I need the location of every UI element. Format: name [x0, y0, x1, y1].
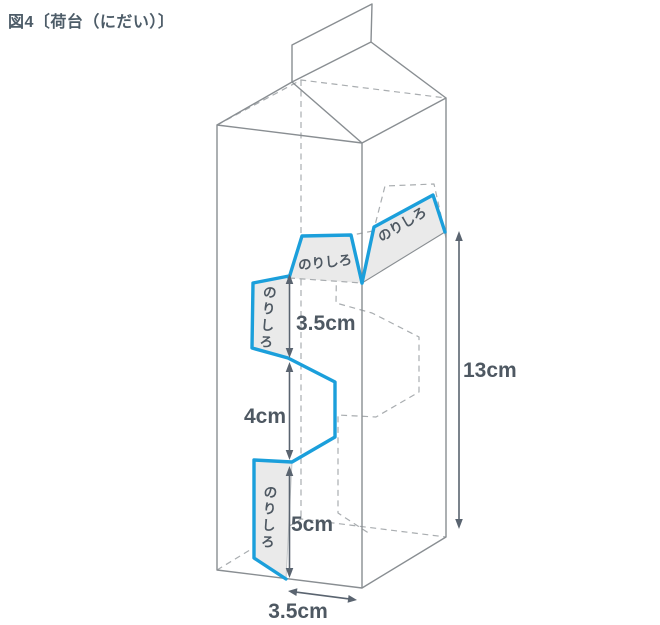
glue-flap-side-upper-label: のりしろ [259, 285, 277, 350]
arrowhead-down [285, 348, 294, 358]
dim-box-height-value: 13cm [463, 359, 517, 382]
dim-box-width-value: 3.5cm [268, 600, 328, 623]
hidden-back-top-flap [372, 183, 447, 239]
dim-opening: 4cm [244, 362, 294, 460]
hidden-bottom-rim [216, 518, 447, 571]
figure-title: 図4〔荷台（にだい）〕 [8, 14, 175, 31]
glue-flap-right-foldline [361, 231, 446, 284]
arrowhead-down [455, 519, 463, 529]
dim-upper-flap: 3.5cm [285, 274, 356, 358]
arrowhead-up [285, 362, 294, 372]
arrowhead-up [285, 466, 294, 476]
arrowhead-left [288, 588, 298, 596]
dim-upper-flap-value: 3.5cm [296, 312, 356, 335]
carton-roof [216, 41, 447, 144]
dim-box-height: 13cm [455, 231, 517, 529]
hidden-top-rim [216, 79, 447, 126]
glue-flap-side-upper-fill [252, 276, 289, 358]
dim-lower-flap-value: 5cm [291, 513, 333, 536]
glue-flap-top-label: のりしろ [297, 252, 352, 273]
arrowhead-down [285, 568, 294, 578]
cut-line-left [250, 274, 337, 581]
carton-top-fin [291, 3, 373, 83]
cut-line-right-flap [360, 193, 447, 285]
arrowhead-down [285, 450, 294, 460]
cut-line-top-flap [287, 233, 364, 285]
glue-flap-top-fill [289, 235, 362, 283]
arrowhead-up [455, 231, 463, 241]
glue-flap-side-lower-fill [254, 460, 292, 579]
cut-lines [250, 193, 447, 581]
dim-lower-flap: 5cm [285, 466, 333, 578]
arrowhead-up [285, 274, 294, 284]
carton-wireframe [216, 3, 447, 589]
arrowhead-right [347, 595, 357, 603]
dim-box-width: 3.5cm [268, 588, 357, 623]
hidden-back-cutout [335, 230, 420, 535]
glue-flaps [252, 195, 446, 580]
dim-opening-value: 4cm [244, 405, 286, 428]
glue-flap-right-fill [362, 195, 445, 283]
glue-flap-side-lower-label: のりしろ [261, 485, 278, 550]
glue-flap-top-foldline [288, 277, 363, 284]
hidden-edges [216, 79, 447, 571]
dim-box-width-line [294, 591, 351, 600]
